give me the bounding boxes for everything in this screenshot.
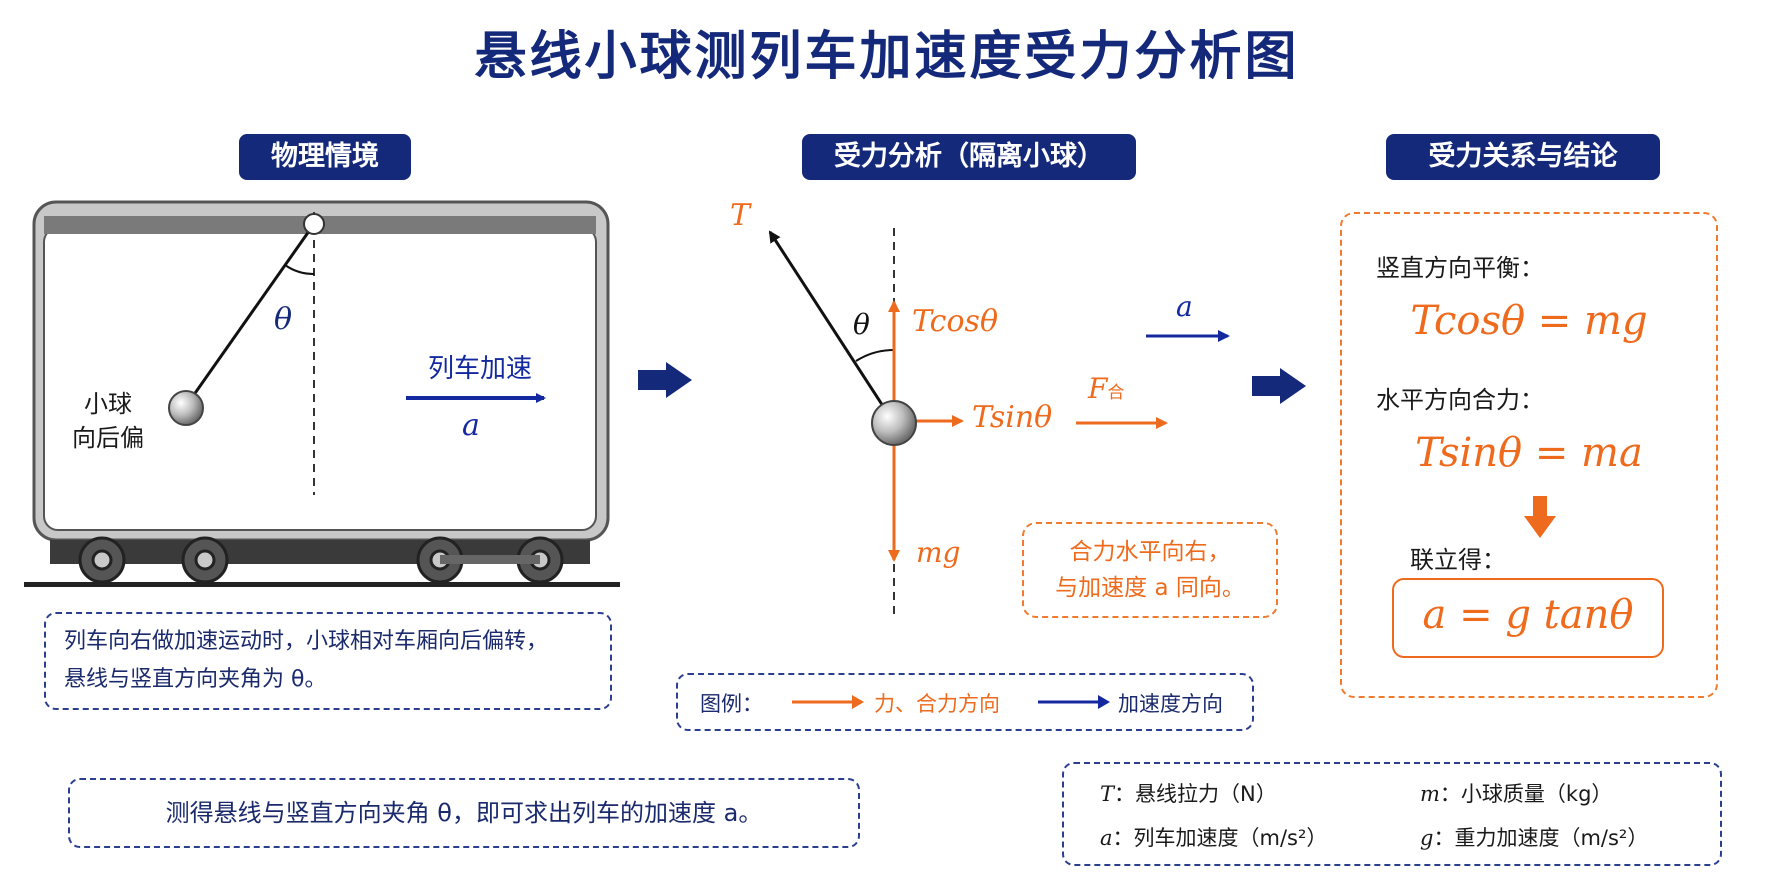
- force-ball: [871, 400, 917, 446]
- angle-arc: [284, 264, 315, 276]
- flow-arrow-1: [638, 362, 692, 398]
- wheel-linkage: [440, 555, 540, 564]
- pendulum-string: [184, 223, 316, 407]
- symbol-g-desc: ：重力加速度（m/s²）: [1433, 826, 1649, 850]
- symbol-g-row: g：重力加速度（m/s²）: [1420, 822, 1648, 852]
- symbol-t-desc: ：悬线拉力（N）: [1114, 782, 1277, 806]
- horizontal-equation: Tsinθ = ma: [1415, 430, 1643, 476]
- combine-label: 联立得：: [1410, 546, 1506, 574]
- force-theta-label: θ: [853, 308, 870, 341]
- legend-force-label: 力、合力方向: [874, 692, 1000, 716]
- symbol-t-row: T：悬线拉力（N）: [1100, 778, 1277, 808]
- scene-accel-symbol: a: [462, 408, 480, 443]
- symbol-a-desc: ：列车加速度（m/s²）: [1112, 826, 1328, 850]
- force-angle-arc: [855, 348, 895, 362]
- net-force-label: F合: [1088, 372, 1124, 405]
- legend-force-swatch: [792, 695, 864, 709]
- ball-label-line2: 向后偏: [72, 424, 144, 452]
- symbols-legend: T：悬线拉力（N） m：小球质量（kg） a：列车加速度（m/s²） g：重力加…: [1062, 762, 1722, 866]
- vertical-balance-label: 竖直方向平衡：: [1376, 254, 1544, 282]
- horizontal-net-label: 水平方向合力：: [1376, 386, 1544, 414]
- force-diagram: [768, 228, 1230, 615]
- legend: 图例： 力、合力方向 加速度方向: [676, 673, 1254, 731]
- panel-title-forces: 受力分析（隔离小球）: [802, 134, 1136, 180]
- symbol-m-desc: ：小球质量（kg）: [1439, 782, 1613, 806]
- ball-label-line1: 小球: [84, 390, 132, 418]
- result-box: [1392, 578, 1664, 658]
- net-note-line2: 与加速度 a 同向。: [1055, 575, 1245, 601]
- scene-note-line2: 悬线与竖直方向夹角为 θ。: [64, 667, 327, 692]
- pendulum-ball: [168, 390, 204, 426]
- symbol-m: m: [1420, 782, 1440, 806]
- net-note-line1: 合力水平向右，: [1069, 539, 1231, 565]
- legend-title: 图例：: [700, 692, 763, 716]
- panel-title-scene: 物理情境: [239, 134, 411, 180]
- scene-note: 列车向右做加速运动时，小球相对车厢向后偏转， 悬线与竖直方向夹角为 θ。: [44, 612, 612, 710]
- tension-arrow: [768, 230, 894, 421]
- conclusion-box: [1340, 212, 1718, 698]
- symbol-m-row: m：小球质量（kg）: [1420, 778, 1612, 808]
- page-title: 悬线小球测列车加速度受力分析图: [474, 27, 1300, 87]
- tsin-label: Tsinθ: [972, 400, 1053, 435]
- net-force-subscript: 合: [1107, 383, 1125, 403]
- symbol-t: T: [1100, 782, 1115, 806]
- net-force-note: 合力水平向右， 与加速度 a 同向。: [1022, 522, 1278, 618]
- accel-label: 列车加速: [427, 354, 532, 384]
- symbol-g: g: [1420, 826, 1434, 850]
- panel-title-conclusion: 受力关系与结论: [1386, 134, 1660, 180]
- mg-label: mg: [916, 536, 961, 569]
- symbol-a-row: a：列车加速度（m/s²）: [1100, 822, 1327, 852]
- legend-accel-label: 加速度方向: [1118, 692, 1223, 716]
- down-arrow-icon: [1524, 496, 1556, 538]
- result-equation: a = g tanθ: [1422, 592, 1634, 638]
- flow-arrow-2: [1252, 368, 1306, 404]
- net-force-symbol: F: [1088, 372, 1108, 405]
- tension-label: T: [730, 198, 751, 233]
- symbol-a: a: [1100, 826, 1113, 850]
- force-accel-label: a: [1176, 290, 1193, 323]
- vertical-equation: Tcosθ = mg: [1410, 298, 1648, 344]
- tcos-label: Tcosθ: [912, 304, 999, 339]
- bottom-note: 测得悬线与竖直方向夹角 θ，即可求出列车的加速度 a。: [68, 778, 860, 848]
- train-scene: [24, 200, 620, 587]
- scene-note-line1: 列车向右做加速运动时，小球相对车厢向后偏转，: [64, 629, 549, 654]
- legend-accel-swatch: [1038, 695, 1110, 709]
- scene-theta-label: θ: [274, 302, 293, 337]
- track: [24, 582, 620, 587]
- pivot: [303, 213, 325, 235]
